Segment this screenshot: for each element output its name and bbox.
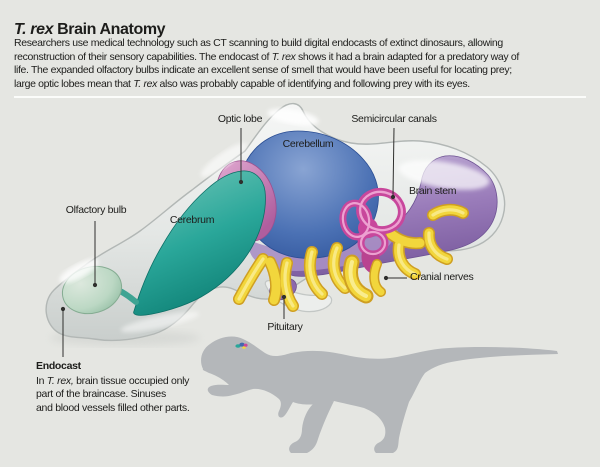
endocast-note-title: Endocast [36,360,81,372]
intro-line: Researchers use medical technology such … [14,37,503,49]
cranial-nerves-group [233,203,469,312]
intro-line: life. The expanded olfactory bulbs indic… [14,64,512,77]
endocast-note-line: In T. rex, brain tissue occupied only [36,375,190,388]
label-brain-stem: Brain stem [409,185,457,197]
label-cerebellum: Cerebellum [282,138,334,150]
label-pituitary: Pituitary [267,321,303,333]
endocast-note-line: part of the braincase. Sinuses [36,388,166,401]
intro-line: reconstruction of their sensory capabili… [14,50,519,63]
trex-brain-location-marker [235,342,248,349]
intro-line: large optic lobes mean that T. rex also … [14,77,470,90]
endocast-note-line: and blood vessels filled other parts. [36,401,190,414]
semicircular-canals-group [339,187,406,274]
shell-highlights [59,108,319,333]
intro-paragraph: Researchers use medical technology such … [14,37,519,91]
trex-body-shape [201,336,558,453]
leader-lines [60,127,407,357]
cranial-nerve-front-trunk [343,254,386,304]
trex-far-leg-shape [289,401,334,453]
label-semicircular-canals: Semicircular canals [351,113,437,125]
cerebrum-shape [133,170,266,316]
brain-stem-gloss [398,160,490,190]
label-cranial-nerves: Cranial nerves [410,271,474,283]
trex-silhouette [201,336,558,453]
endocast-note: Endocast In T. rex, brain tissue occupie… [36,360,190,415]
label-olfactory-bulb: Olfactory bulb [65,204,127,216]
header-divider [14,96,586,98]
label-optic-lobe: Optic lobe [217,113,263,125]
page-title: T. rex Brain Anatomy [14,20,166,38]
label-cerebrum: Cerebrum [169,214,215,226]
